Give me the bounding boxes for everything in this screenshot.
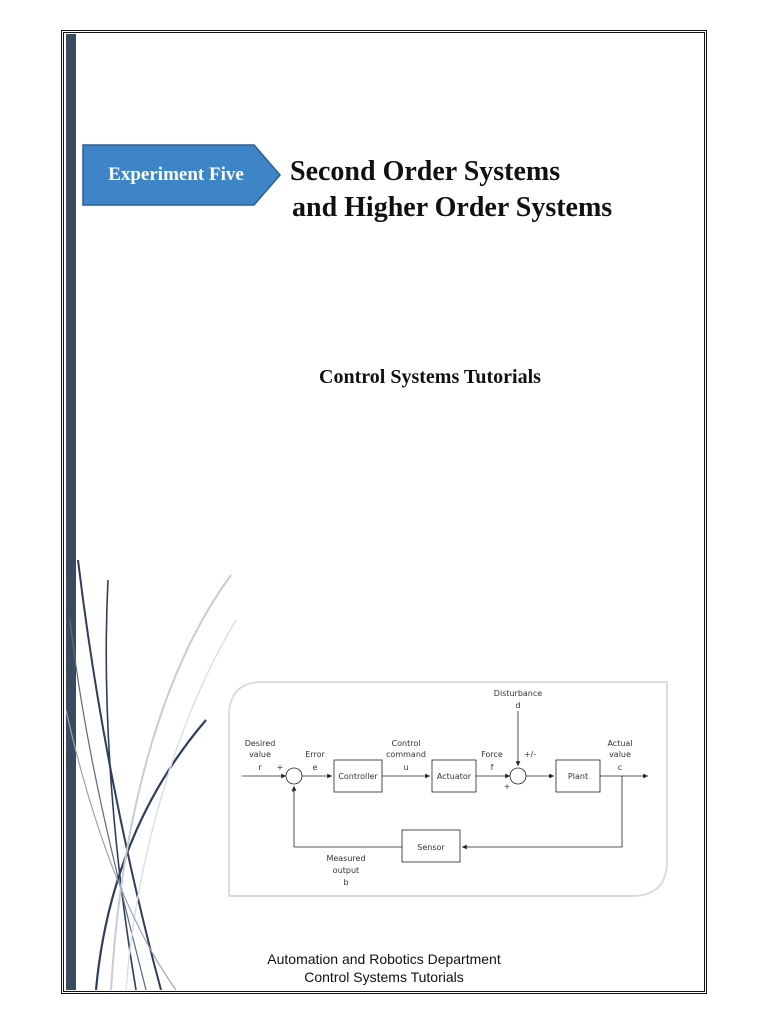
actual-label-1: Actual xyxy=(607,739,632,748)
left-accent-bar xyxy=(66,34,76,990)
sensor-block: Sensor xyxy=(417,843,445,852)
disturbance-symbol: d xyxy=(515,701,520,710)
control-label-2: command xyxy=(386,750,426,759)
actual-label-2: value xyxy=(609,750,631,759)
experiment-label: Experiment Five xyxy=(108,164,244,185)
title-line-1: Second Order Systems xyxy=(290,156,561,187)
block-diagram: Disturbance d Desired value r + - Error … xyxy=(228,681,668,897)
controller-block: Controller xyxy=(338,772,378,781)
measured-symbol: b xyxy=(343,878,348,887)
subtitle: Control Systems Tutorials xyxy=(319,366,541,388)
footer-department: Automation and Robotics Department xyxy=(267,951,501,967)
desired-label-1: Desired xyxy=(245,739,276,748)
footer-title: Control Systems Tutorials xyxy=(304,969,464,985)
plant-block: Plant xyxy=(568,772,588,781)
desired-symbol: r xyxy=(258,763,262,772)
force-symbol: f xyxy=(491,763,494,772)
plus-sign-1: + xyxy=(277,763,284,772)
actuator-block: Actuator xyxy=(437,772,472,781)
control-symbol: u xyxy=(403,763,408,772)
error-symbol: e xyxy=(313,763,318,772)
banner-arrow-shape xyxy=(82,144,281,206)
title-line-2: and Higher Order Systems xyxy=(292,192,613,223)
minus-sign-1: - xyxy=(292,787,295,796)
page-border xyxy=(61,30,707,994)
control-label-1: Control xyxy=(392,739,421,748)
desired-label-2: value xyxy=(249,750,271,759)
force-label: Force xyxy=(481,750,503,759)
plus-minus-sign: +/- xyxy=(524,750,536,759)
plus-sign-2: + xyxy=(504,782,511,791)
measured-label-2: output xyxy=(333,866,359,875)
actual-symbol: c xyxy=(618,763,622,772)
disturbance-label: Disturbance xyxy=(494,689,542,698)
error-label: Error xyxy=(305,750,325,759)
decorative-swirl xyxy=(66,560,237,990)
measured-label-1: Measured xyxy=(326,854,365,863)
